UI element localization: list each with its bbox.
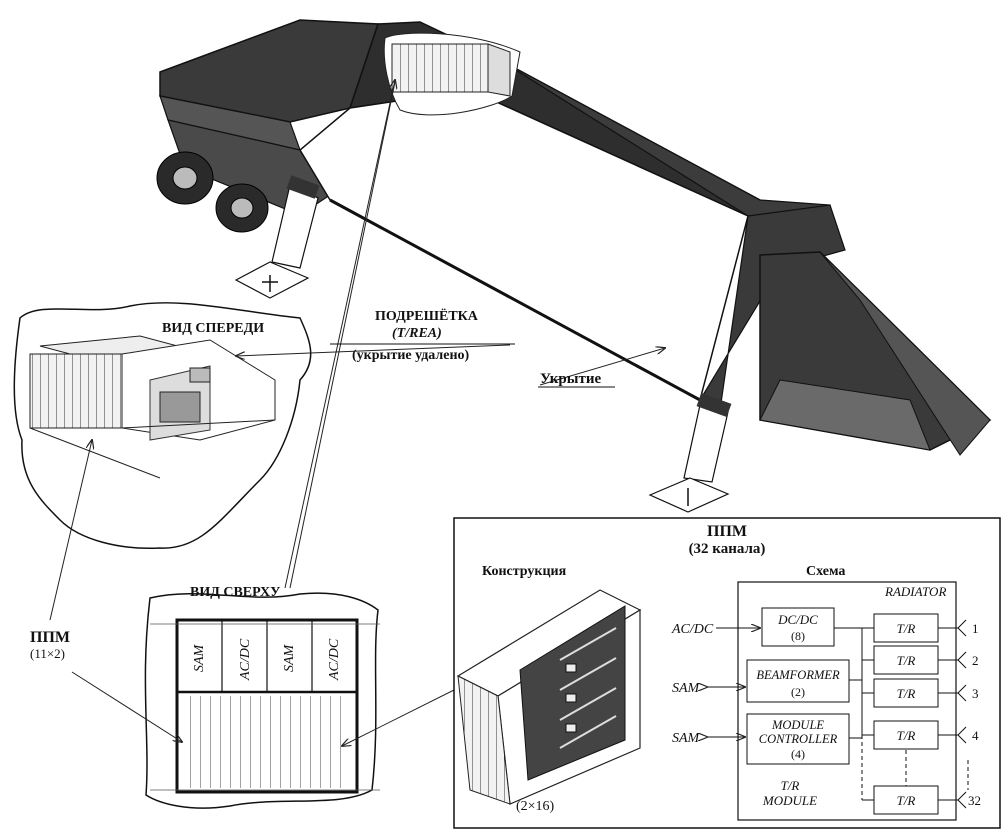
construction-count: (2×16) [516, 799, 555, 814]
module-panel-title: ППМ [707, 523, 747, 540]
trailer-wheels [156, 151, 269, 233]
ppm-left-label: ППМ [30, 629, 70, 646]
construction-label: Конструкция [482, 564, 567, 579]
module-panel-subtitle: (32 канала) [689, 541, 766, 557]
subarray-title: ПОДРЕШЁТКА [375, 308, 479, 324]
tr-block-2: T/R [897, 653, 916, 668]
top-view-module-sam-1: SAM [192, 643, 207, 672]
top-view-module-acdc-1: AC/DC [238, 638, 253, 681]
tr-block-32: T/R [897, 793, 916, 808]
dcdc-count: (8) [791, 629, 805, 643]
top-view-label: ВИД СВЕРХУ [190, 585, 280, 600]
schematic: RADIATOR AC/DC SAM SAM DC/DC (8) BEAMFOR… [671, 581, 981, 821]
radiator-label: RADIATOR [884, 584, 946, 599]
top-view-module-acdc-2: AC/DC [327, 638, 342, 681]
top-view-module-sam-2: SAM [282, 643, 297, 672]
ppm-left-count: (11×2) [30, 646, 65, 661]
beamformer-count: (2) [791, 685, 805, 699]
module-card-drawing: (2×16) [456, 589, 642, 814]
dcdc-block: DC/DC [777, 612, 818, 627]
channel-4: 4 [972, 728, 979, 743]
cover-label: Укрытие [540, 371, 601, 387]
leader-lines [49, 80, 665, 746]
tr-blocks [873, 613, 939, 815]
channel-3: 3 [972, 686, 979, 701]
module-panel: ППМ (32 канала) Конструкция Схема (2×16) [453, 517, 1001, 829]
input-sam-1: SAM [672, 681, 701, 696]
input-sam-2: SAM [672, 731, 701, 746]
beamformer-block: BEAMFORMER [756, 668, 840, 682]
schema-label: Схема [806, 564, 845, 579]
subarray-note: (укрытие удалено) [352, 348, 470, 363]
subarray-abbr: (T/REA) [392, 326, 442, 341]
tr-module-line1: T/R [781, 778, 800, 793]
channel-32: 32 [968, 793, 981, 808]
tr-block-3: T/R [897, 686, 916, 701]
front-view-label: ВИД СПЕРЕДИ [162, 321, 264, 336]
tr-block-1: T/R [897, 621, 916, 636]
tr-block-4: T/R [897, 728, 916, 743]
channel-2: 2 [972, 653, 979, 668]
front-view-inset [13, 302, 312, 549]
radar-antenna-drawing [156, 19, 992, 513]
controller-count: (4) [791, 747, 805, 761]
input-acdc: AC/DC [671, 622, 714, 637]
controller-line2: CONTROLLER [759, 732, 838, 746]
channel-1: 1 [972, 621, 979, 636]
tr-module-line2: MODULE [762, 793, 817, 808]
controller-line1: MODULE [771, 718, 824, 732]
top-view-inset [144, 592, 380, 809]
